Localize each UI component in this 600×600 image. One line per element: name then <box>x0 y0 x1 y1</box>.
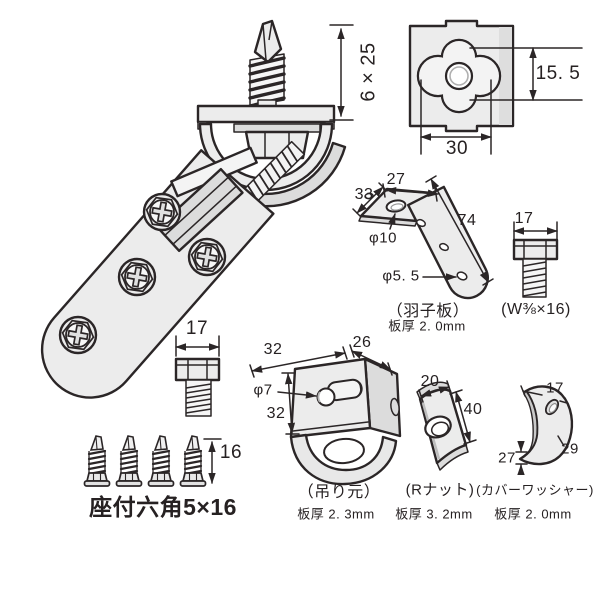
hex-bolt <box>174 335 221 417</box>
dim-hex-bolt-width: 17 <box>185 318 209 339</box>
label-hagoita-name: （羽子板） <box>386 303 470 320</box>
label-cover-washer-name: (カバーワッシャー) <box>476 482 594 498</box>
dimension-plate-30 <box>420 79 492 155</box>
label-r-nut-thickness: 板厚 3. 2mm <box>395 506 473 522</box>
dim-hagoita-length: 74 <box>457 212 477 229</box>
tsurimoto-bracket <box>249 344 402 486</box>
dim-cover-washer-tip: 27 <box>498 449 516 467</box>
flange-screw <box>147 434 175 488</box>
cover-washer <box>515 385 574 476</box>
dim-tsurimoto-height: 32 <box>266 405 286 422</box>
phillips-screw <box>187 237 227 277</box>
dim-cover-washer-top: 17 <box>546 379 564 397</box>
dim-cover-washer-side: 29 <box>561 440 579 458</box>
dim-hagoita-left: 33 <box>354 186 374 203</box>
label-w-bolt-name: (W⅜×16) <box>501 301 571 318</box>
phillips-screw <box>117 257 157 297</box>
dim-assembly-screw: 6 × 25 <box>357 42 380 102</box>
dimension-screw-length <box>329 24 354 121</box>
clover-hole <box>416 38 502 114</box>
dim-plate-width: 30 <box>445 138 469 159</box>
label-r-nut-name: (Rナット) <box>405 481 475 499</box>
arm-collar <box>156 167 244 253</box>
flange-screw-row <box>83 434 222 488</box>
dim-hagoita-hole-large: φ10 <box>369 229 397 247</box>
dimension-plate-15-5 <box>469 47 583 101</box>
dimension-cover-washer <box>515 385 570 476</box>
dim-r-nut-length: 40 <box>463 401 483 418</box>
dimension-screw-16 <box>203 438 222 484</box>
square-nut-plate <box>408 19 583 155</box>
assembly-drawing <box>40 19 354 399</box>
label-hagoita-thickness: 板厚 2. 0mm <box>388 318 466 334</box>
label-flange-screws: 座付六角5×16 <box>89 494 237 520</box>
dim-w-bolt-width: 17 <box>514 210 534 227</box>
w-bolt <box>512 221 559 298</box>
dim-tsurimoto-top: 32 <box>263 341 283 358</box>
dimension-tsurimoto <box>249 344 393 435</box>
dim-tsurimoto-depth: 26 <box>352 334 372 351</box>
hagoita-bracket <box>352 175 494 300</box>
dim-tsurimoto-hole: φ7 <box>253 381 273 399</box>
dimension-hagoita <box>352 175 494 286</box>
dim-hagoita-hole-small: φ5. 5 <box>382 267 420 285</box>
phillips-screw <box>142 192 182 232</box>
label-cover-washer-thickness: 板厚 2. 0mm <box>494 506 572 522</box>
phillips-screw <box>58 315 98 355</box>
flange-screw <box>83 434 111 488</box>
dim-r-nut-width: 20 <box>420 373 440 390</box>
dimension-r-nut <box>418 380 477 445</box>
dim-flange-screw-length: 16 <box>219 442 243 463</box>
r-nut <box>416 380 477 471</box>
dim-hagoita-top: 27 <box>386 171 406 188</box>
self-drilling-screw <box>248 19 286 109</box>
flange-screw <box>179 434 207 488</box>
flange-screw <box>115 434 143 488</box>
label-tsurimoto-thickness: 板厚 2. 3mm <box>297 506 375 522</box>
label-tsurimoto-name: （吊り元） <box>297 484 381 501</box>
dim-plate-height: 15. 5 <box>535 63 581 84</box>
